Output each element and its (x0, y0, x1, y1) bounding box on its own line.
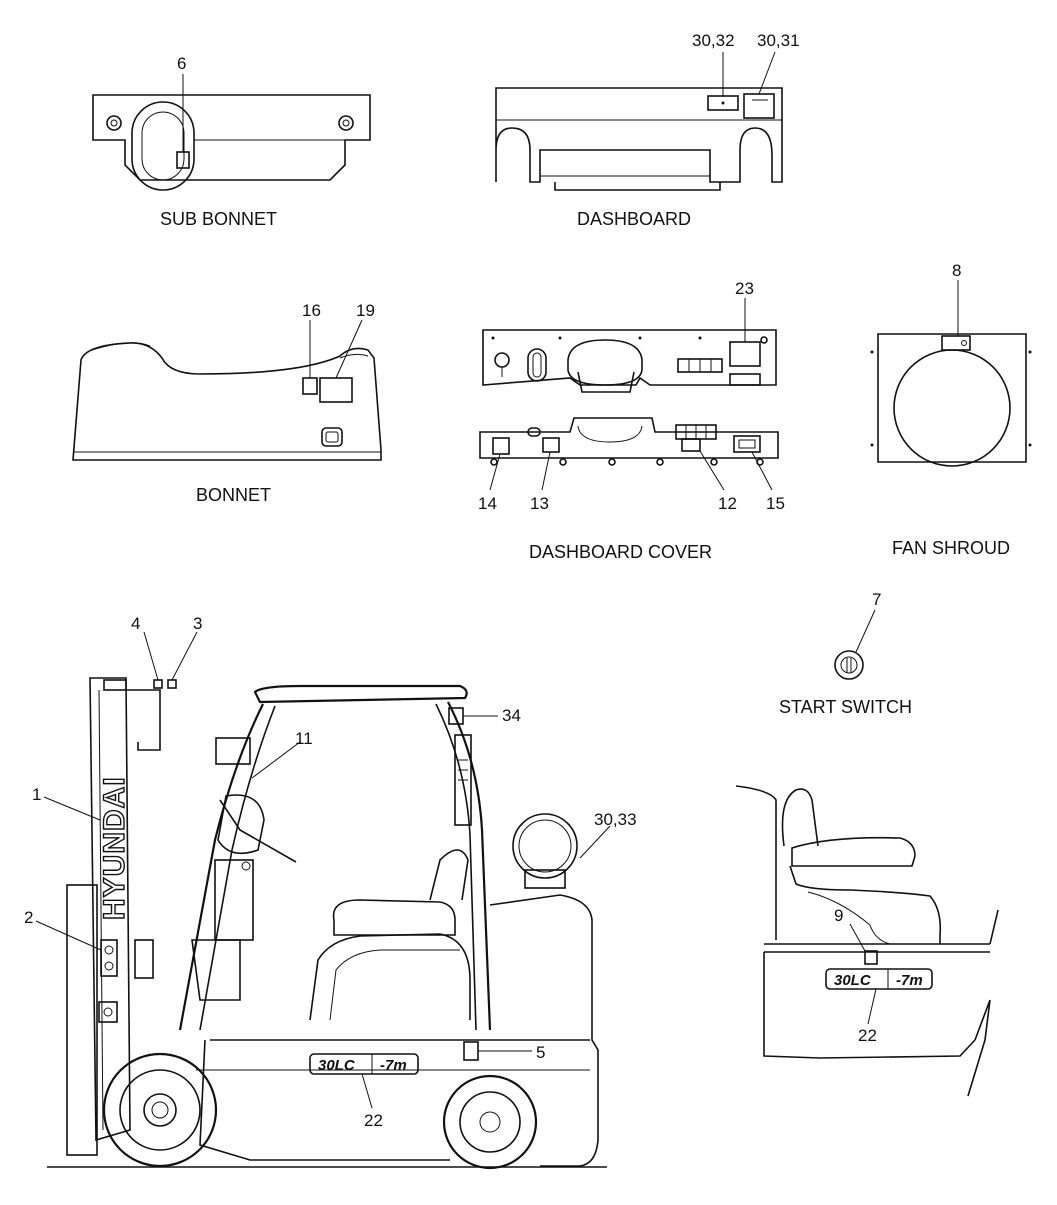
forklift-side-view: HYUNDAI (35, 631, 611, 1170)
decal-3 (167, 679, 177, 689)
sub-bonnet-part (92, 74, 371, 191)
callout-13: 13 (530, 494, 549, 513)
decal-14 (492, 437, 510, 455)
caption-fan-shroud: FAN SHROUD (892, 538, 1010, 558)
caption-sub-bonnet: SUB BONNET (160, 209, 277, 229)
decal-23 (729, 341, 761, 367)
model-decal-22a (309, 1053, 419, 1075)
model-decal-22b (825, 968, 933, 990)
caption-dashboard: DASHBOARD (577, 209, 691, 229)
dashboard-part (495, 51, 783, 191)
callout-22-a: 22 (364, 1111, 383, 1130)
callout-30-31: 30,31 (757, 31, 800, 50)
caption-start-switch: START SWITCH (779, 697, 912, 717)
decal-2 (100, 939, 118, 977)
callout-7: 7 (872, 590, 881, 609)
callout-30-33: 30,33 (594, 810, 637, 829)
callout-34: 34 (502, 706, 521, 725)
seat-closeup-view: 30LC -7m (735, 785, 999, 1097)
callout-12: 12 (718, 494, 737, 513)
callout-2: 2 (24, 908, 33, 927)
model-decal-suffix-a: -7m (380, 1057, 407, 1074)
decal-15 (733, 435, 761, 453)
decal-9 (864, 950, 878, 965)
decal-4 (153, 679, 163, 689)
decal-16 (302, 377, 318, 395)
callout-5: 5 (536, 1043, 545, 1062)
decal-5 (463, 1041, 479, 1061)
dashboard-cover-top (482, 298, 777, 393)
caption-bonnet: BONNET (196, 485, 271, 505)
callout-4: 4 (131, 614, 140, 633)
bonnet-part (72, 319, 382, 461)
decal-19 (319, 377, 353, 403)
decal-13 (542, 437, 560, 453)
brand-decal-hyundai: HYUNDAI (98, 776, 131, 920)
callout-15: 15 (766, 494, 785, 513)
callout-8: 8 (952, 261, 961, 280)
start-switch-part (834, 609, 876, 680)
callout-14: 14 (478, 494, 497, 513)
callout-30-32: 30,32 (692, 31, 735, 50)
callout-6: 6 (177, 54, 186, 73)
callout-19: 19 (356, 301, 375, 320)
decal-8 (941, 335, 971, 351)
callout-11: 11 (295, 729, 313, 748)
model-decal-suffix-b: -7m (896, 972, 923, 989)
callout-3: 3 (193, 614, 202, 633)
caption-dashboard-cover: DASHBOARD COVER (529, 542, 712, 562)
callout-9: 9 (834, 906, 843, 925)
model-decal-text-a: 30LC (318, 1057, 356, 1074)
dashboard-cover-bottom (479, 417, 779, 491)
callout-23: 23 (735, 279, 754, 298)
model-decal-text-b: 30LC (834, 972, 872, 989)
fan-shroud-part (870, 280, 1032, 467)
decal-30-31 (743, 93, 775, 119)
callout-16: 16 (302, 301, 321, 320)
callout-1: 1 (32, 785, 41, 804)
callout-22-b: 22 (858, 1026, 877, 1045)
